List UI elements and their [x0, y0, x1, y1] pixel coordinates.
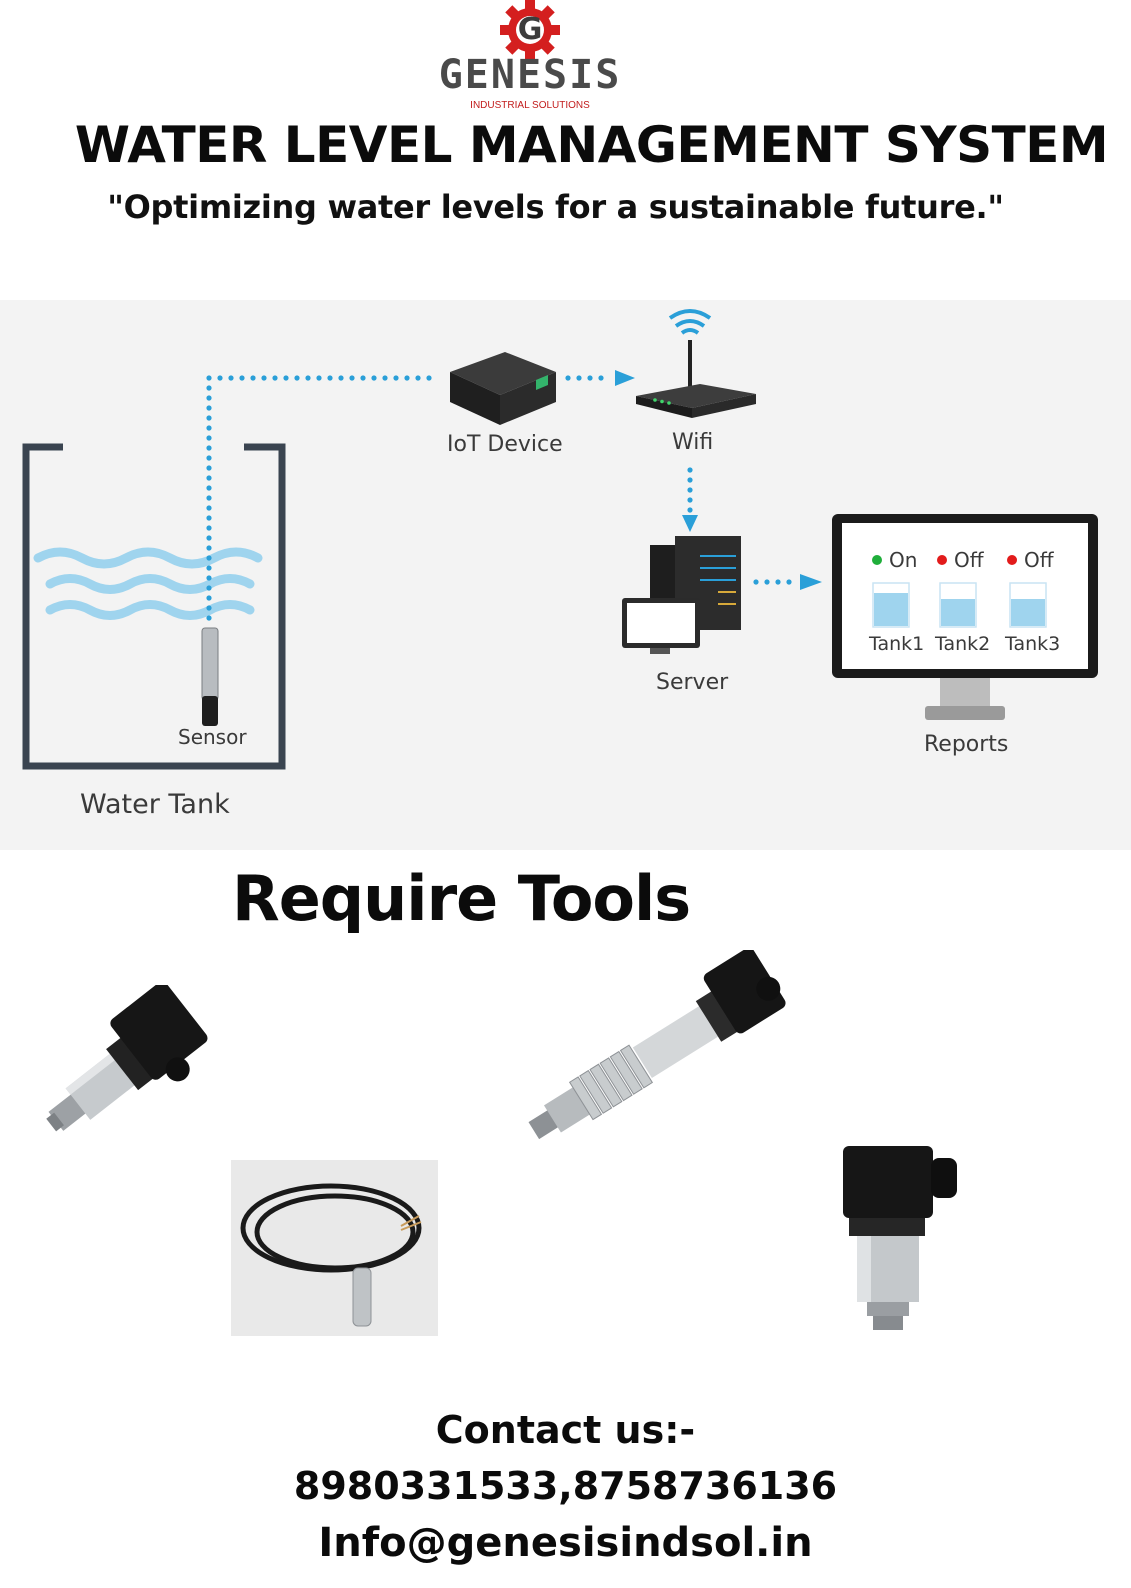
pressure-transmitter-icon	[46, 985, 208, 1132]
server-icon	[622, 536, 741, 654]
connection-dot	[393, 375, 399, 381]
tank3-name: Tank3	[1005, 633, 1061, 655]
connection-dot	[206, 615, 212, 621]
connection-dot	[360, 375, 366, 381]
connection-dot	[250, 375, 256, 381]
connection-dot	[786, 579, 792, 585]
reports-monitor-icon	[832, 514, 1098, 720]
logo-wordmark: GENESIS	[438, 52, 622, 98]
connection-dot	[206, 555, 212, 561]
connection-dot	[687, 487, 693, 493]
connection-dot	[283, 375, 289, 381]
svg-text:G: G	[518, 12, 543, 47]
gear-logo-icon: G	[500, 0, 560, 60]
connection-dot	[338, 375, 344, 381]
connection-dot	[206, 425, 212, 431]
connection-dot	[228, 375, 234, 381]
status-dot-tank2	[937, 555, 947, 565]
connection-dots	[206, 375, 792, 621]
connection-dot	[349, 375, 355, 381]
connection-dot	[206, 525, 212, 531]
water-tank-icon	[22, 443, 286, 770]
connection-dot	[206, 375, 212, 381]
sensor-label: Sensor	[178, 725, 247, 749]
water-tank-label: Water Tank	[80, 789, 230, 820]
connection-dot	[426, 375, 432, 381]
status-dot-tank1	[872, 555, 882, 565]
tank1-name: Tank1	[869, 633, 925, 655]
connection-dot	[206, 535, 212, 541]
connection-dot	[206, 585, 212, 591]
tank2-status: Off	[954, 548, 984, 572]
contact-heading: Contact us:-	[435, 1408, 696, 1452]
server-label: Server	[656, 670, 729, 695]
iot-device-icon	[450, 352, 556, 425]
connection-dot	[206, 545, 212, 551]
connection-dot	[305, 375, 311, 381]
connection-dot	[316, 375, 322, 381]
connection-dot	[206, 435, 212, 441]
iot-device-label: IoT Device	[447, 432, 563, 457]
connection-dot	[687, 497, 693, 503]
connection-dot	[687, 507, 693, 513]
tank1-status: On	[889, 548, 918, 572]
connection-dot	[217, 375, 223, 381]
connection-dot	[775, 579, 781, 585]
connection-dot	[687, 477, 693, 483]
connection-dot	[206, 485, 212, 491]
contact-phones[interactable]: 8980331533,8758736136	[293, 1464, 838, 1508]
tagline: "Optimizing water levels for a sustainab…	[107, 188, 1004, 226]
connection-dot	[294, 375, 300, 381]
connection-dot	[206, 385, 212, 391]
compact-pressure-transmitter-icon	[843, 1146, 957, 1330]
connection-dot	[371, 375, 377, 381]
connection-dot	[576, 375, 582, 381]
connection-dot	[206, 575, 212, 581]
connection-dot	[753, 579, 759, 585]
reports-label: Reports	[924, 732, 1009, 757]
wifi-router-icon	[636, 309, 756, 418]
logo-subtitle: INDUSTRIAL SOLUTIONS	[470, 100, 590, 111]
tank2-name: Tank2	[935, 633, 991, 655]
contact-email[interactable]: Info@genesisindsol.in	[318, 1520, 813, 1566]
finned-pressure-transmitter-icon	[528, 950, 786, 1140]
submersible-level-sensor-icon	[240, 1183, 422, 1327]
connection-dot	[587, 375, 593, 381]
connection-dot	[382, 375, 388, 381]
connection-dot	[272, 375, 278, 381]
wifi-label: Wifi	[672, 430, 714, 455]
connection-dot	[206, 405, 212, 411]
connection-dot	[206, 565, 212, 571]
monitor-tank-icons	[872, 555, 1047, 628]
connection-dot	[206, 465, 212, 471]
connection-dot	[404, 375, 410, 381]
connection-dot	[206, 445, 212, 451]
connection-dot	[687, 467, 693, 473]
connection-dot	[598, 375, 604, 381]
connection-dot	[206, 595, 212, 601]
connection-dot	[764, 579, 770, 585]
page-title: WATER LEVEL MANAGEMENT SYSTEM	[74, 116, 1109, 174]
connection-dot	[261, 375, 267, 381]
connection-dot	[206, 415, 212, 421]
company-logo: G GENESIS INDUSTRIAL SOLUTIONS	[430, 0, 630, 115]
connection-dot	[206, 395, 212, 401]
status-dot-tank3	[1007, 555, 1017, 565]
sensor-probe-icon	[201, 627, 219, 726]
tank3-status: Off	[1024, 548, 1054, 572]
connection-dot	[565, 375, 571, 381]
submersible-sensor-photo	[231, 1160, 438, 1336]
system-diagram: IoT Device Wifi Server Reports Sensor Wa…	[0, 300, 1131, 850]
connection-dot	[206, 605, 212, 611]
connection-dot	[206, 505, 212, 511]
connection-dot	[239, 375, 245, 381]
connection-dot	[415, 375, 421, 381]
tools-heading: Require Tools	[232, 862, 691, 935]
connection-dot	[206, 495, 212, 501]
connection-dot	[327, 375, 333, 381]
connection-dot	[206, 475, 212, 481]
diagram-graphics	[22, 309, 1098, 770]
connection-dot	[206, 455, 212, 461]
connection-dot	[206, 515, 212, 521]
